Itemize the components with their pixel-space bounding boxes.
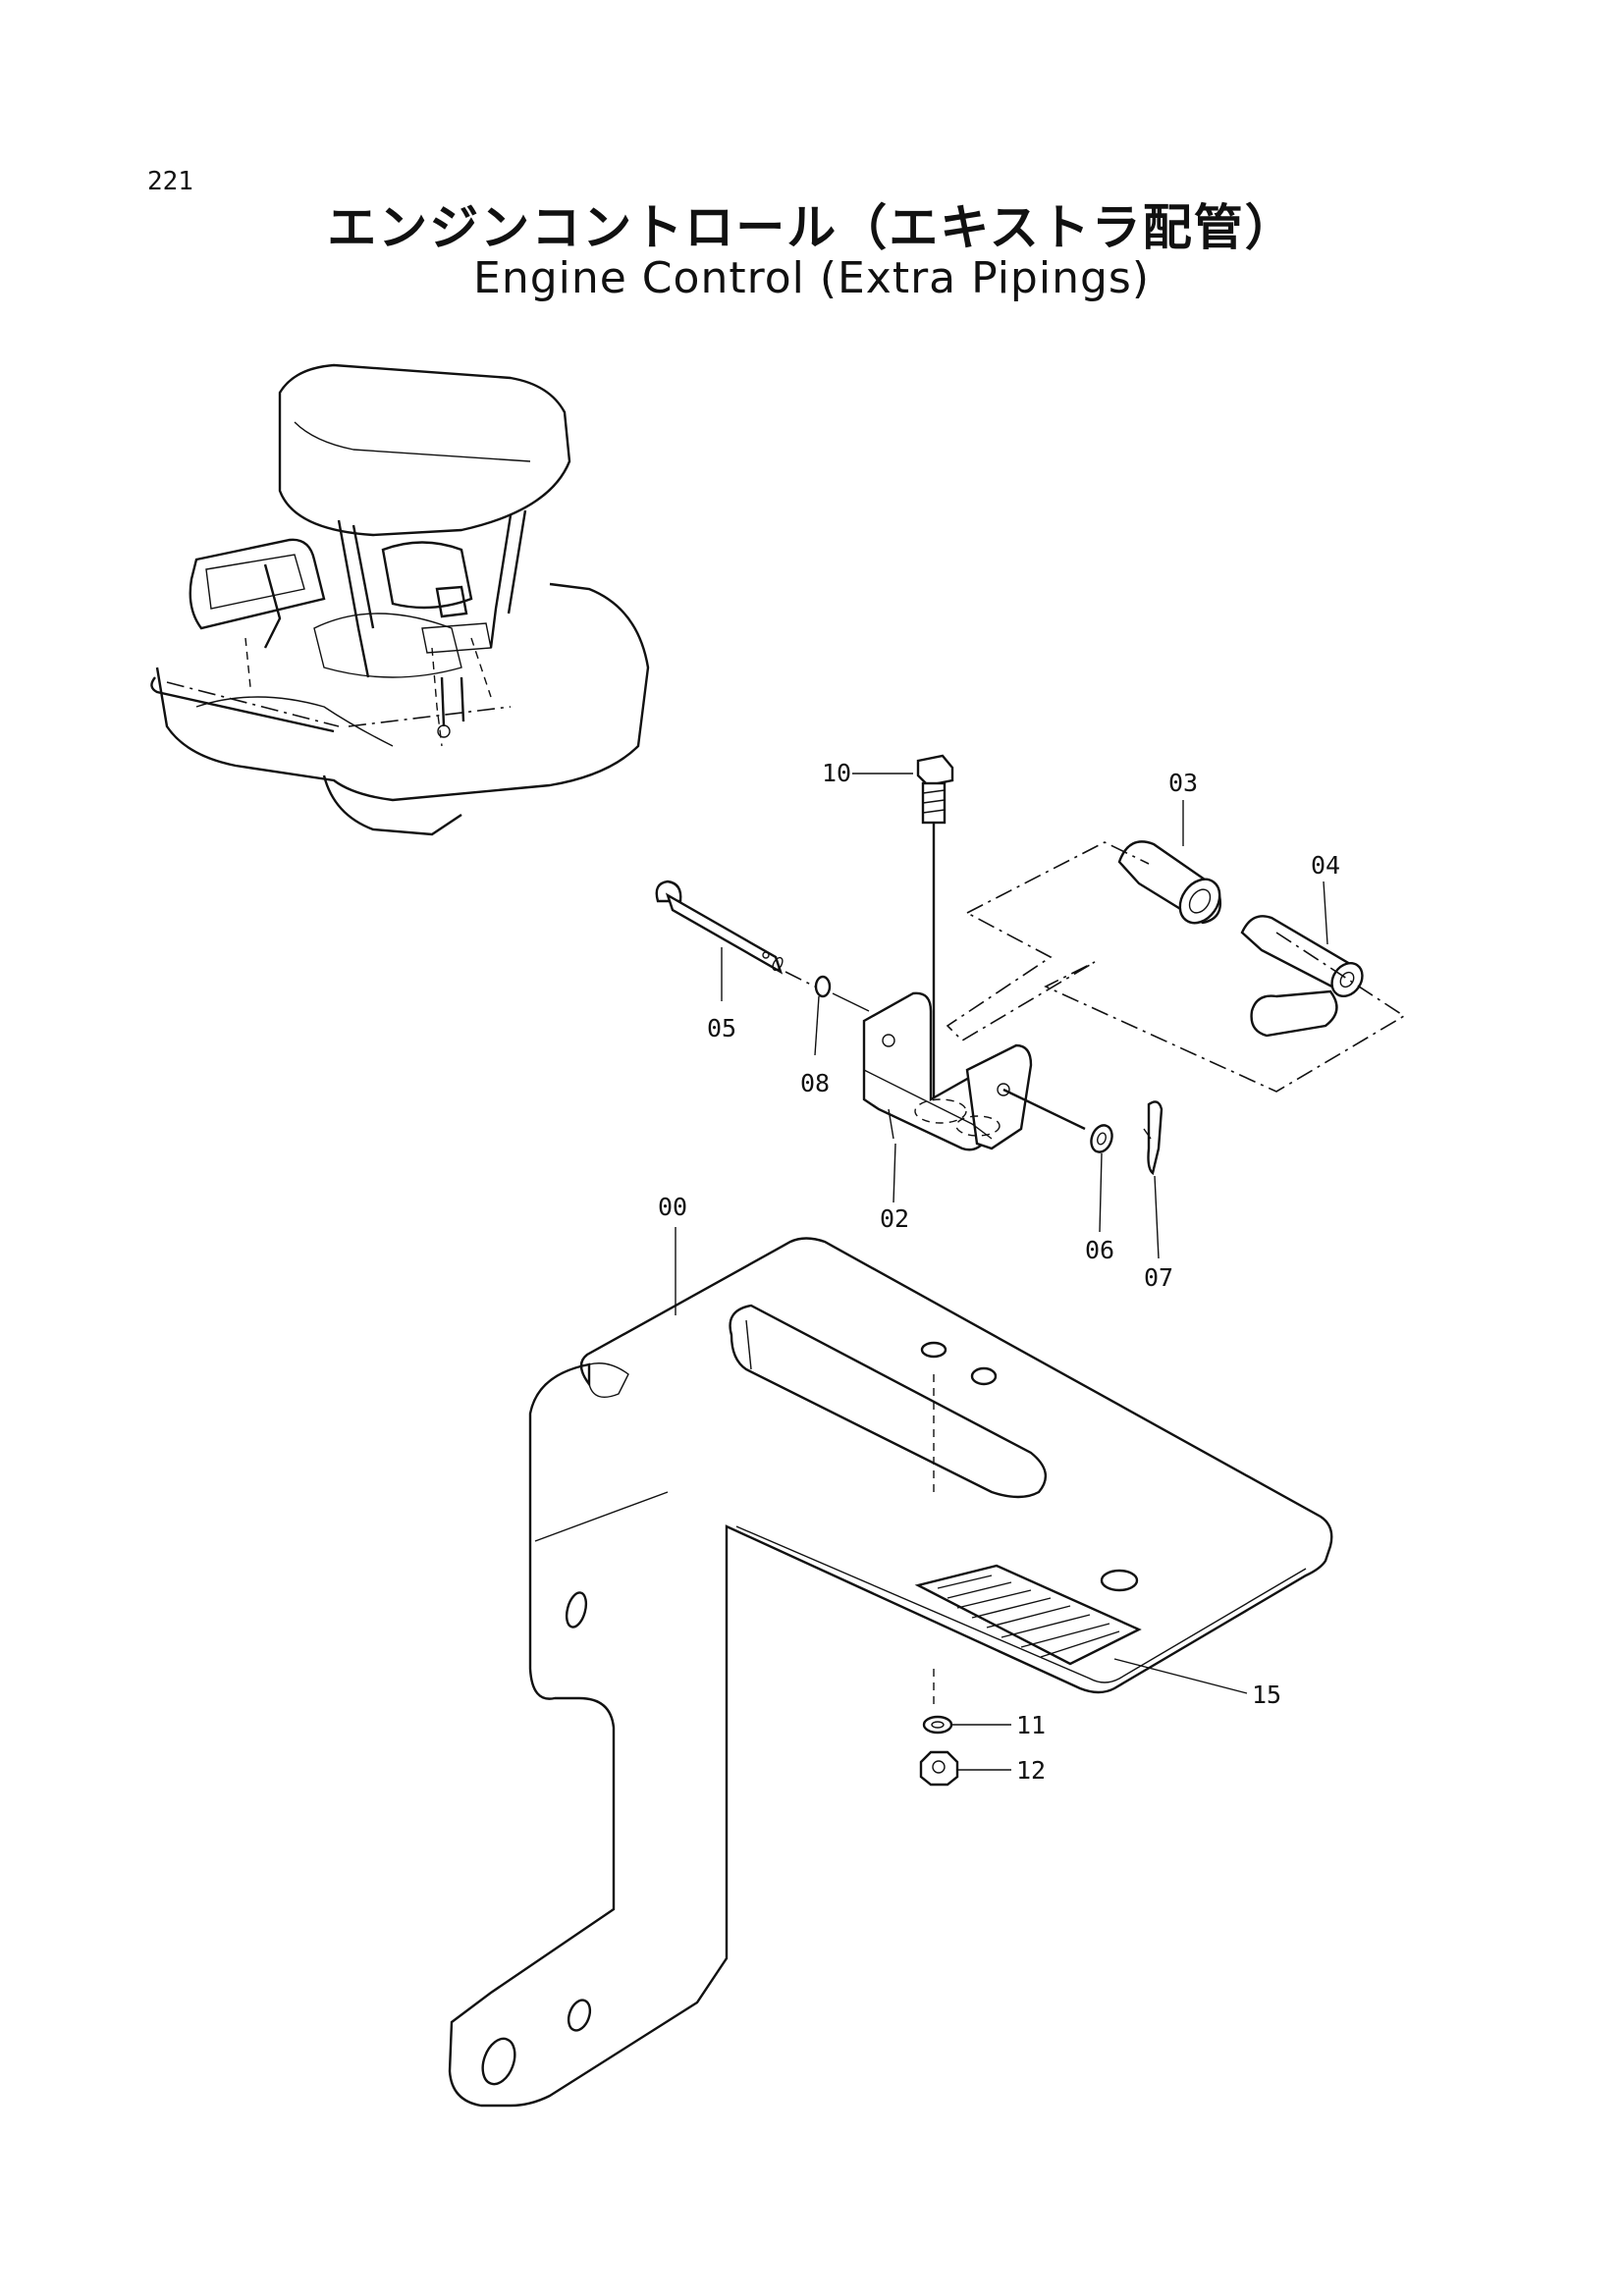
callout-05: 05: [707, 1014, 736, 1042]
machine-overview-illustration: [150, 363, 650, 836]
callout-08: 08: [800, 1069, 830, 1097]
part-03-sleeve: [1117, 840, 1222, 925]
page-number: 221: [147, 167, 193, 196]
part-12-nut: [919, 1750, 959, 1787]
part-06-washer: [1090, 1124, 1113, 1153]
part-10-bolt: [916, 754, 954, 1119]
part-00-main-bracket: [448, 1237, 1333, 2108]
page-title-japanese: エンジンコントロール（エキストラ配管）: [327, 199, 1296, 256]
part-08-clip: [814, 975, 832, 998]
callout-02: 02: [880, 1204, 909, 1233]
callout-06: 06: [1085, 1236, 1114, 1264]
part-02-bracket: [862, 991, 1086, 1151]
callout-10: 10: [822, 759, 851, 787]
part-07-cotter-pin: [1143, 1100, 1163, 1176]
callout-11: 11: [1016, 1711, 1046, 1739]
callout-04: 04: [1311, 851, 1340, 880]
page-title-english: Engine Control (Extra Pipings): [473, 253, 1150, 303]
callout-15: 15: [1252, 1681, 1281, 1709]
callout-03: 03: [1168, 769, 1198, 797]
part-04-pin: [1240, 915, 1364, 1038]
part-11-washer: [922, 1715, 953, 1735]
callout-00: 00: [658, 1193, 687, 1221]
callout-12: 12: [1016, 1756, 1046, 1785]
callout-leaders: [675, 773, 1328, 1771]
part-05-pin: [655, 880, 816, 988]
callout-07: 07: [1144, 1263, 1173, 1292]
assembly-boundary-03-04: [946, 841, 1406, 1093]
